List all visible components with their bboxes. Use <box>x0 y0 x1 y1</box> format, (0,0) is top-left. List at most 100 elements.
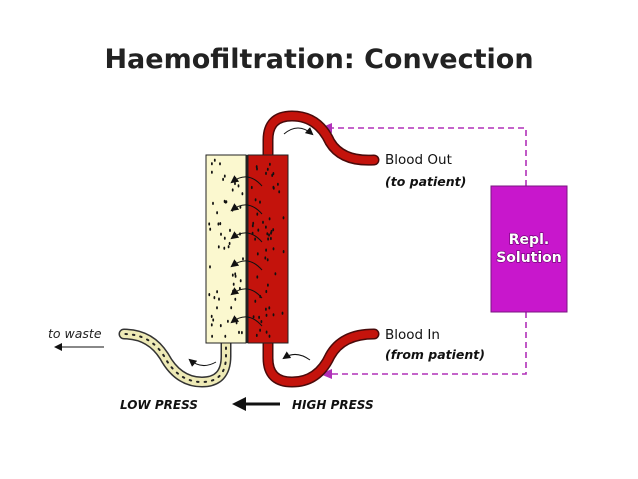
solute-particle <box>211 170 213 174</box>
solute-particle <box>209 265 211 269</box>
solute-particle <box>216 306 218 310</box>
solute-particle <box>252 221 255 225</box>
solute-particle <box>255 165 258 169</box>
solute-particle <box>266 232 269 236</box>
solute-particle <box>272 313 275 317</box>
solute-particle <box>271 173 274 177</box>
solute-particle <box>229 228 231 232</box>
solute-particle <box>257 228 260 232</box>
solute-particle <box>254 237 256 241</box>
solute-particle <box>265 225 267 229</box>
convection-arrow-icon <box>230 259 263 271</box>
solute-particle <box>220 232 222 236</box>
solute-particle <box>265 171 267 175</box>
blood-out-flow-arrow-icon <box>283 127 314 136</box>
waste-tube <box>118 328 232 388</box>
solute-particle <box>241 192 244 196</box>
solute-particle <box>222 177 225 181</box>
solute-particle <box>266 167 269 171</box>
replacement-solution-box <box>490 185 568 313</box>
solute-particle <box>262 220 264 224</box>
solute-particle <box>251 224 254 228</box>
high-press-label: HIGH PRESS <box>292 398 374 412</box>
solute-particle <box>218 297 220 301</box>
solute-particle <box>211 162 213 166</box>
solute-particle <box>237 184 240 188</box>
solute-particle <box>254 299 257 303</box>
blood-in-sublabel: (from patient) <box>385 347 485 362</box>
solute-particle <box>268 233 270 237</box>
solute-particle <box>239 205 242 209</box>
solute-particle <box>216 211 219 215</box>
blood-out-sublabel: (to patient) <box>385 174 466 189</box>
solute-particle <box>238 330 240 334</box>
solute-particle <box>217 222 220 226</box>
replacement-solution-label-line1: Repl. <box>509 232 549 248</box>
convection-arrow-icon <box>230 203 263 215</box>
waste-label: to waste <box>48 326 102 341</box>
solute-particle <box>223 246 226 250</box>
solute-particle <box>224 334 227 338</box>
solute-particle <box>241 331 243 335</box>
replacement-fluid-line <box>330 127 527 375</box>
solute-particle <box>278 190 281 194</box>
solute-particle <box>212 201 214 205</box>
solute-particle <box>266 258 269 262</box>
solute-particle <box>265 330 268 334</box>
solute-particle <box>259 328 261 332</box>
solute-particle <box>282 216 285 220</box>
solute-particle <box>256 212 259 216</box>
solute-particle <box>209 227 212 231</box>
solute-particle <box>274 272 277 276</box>
convection-arrow-icon <box>230 231 263 243</box>
solute-particle <box>213 296 216 300</box>
solute-particle <box>219 162 221 166</box>
filtrate-compartment <box>205 154 247 344</box>
solute-particle <box>208 222 211 226</box>
solute-particle <box>231 188 234 192</box>
solute-particle <box>269 162 271 166</box>
blood-in-flow-arrow-icon <box>282 351 311 361</box>
blood-compartment <box>247 154 289 344</box>
blood-out-tube <box>262 110 380 166</box>
solute-particle <box>231 273 234 277</box>
solute-particle <box>227 319 229 323</box>
waste-flow-arrow-icon <box>188 358 217 367</box>
solute-particle <box>234 181 236 186</box>
solute-particle <box>281 311 284 315</box>
blood-in-label: Blood In <box>385 327 440 343</box>
low-press-label: LOW PRESS <box>120 398 198 412</box>
solute-particle <box>208 293 211 297</box>
solute-particle <box>265 307 267 311</box>
replacement-return-arrow-icon <box>320 369 332 379</box>
solute-particle <box>258 315 260 319</box>
solute-particle <box>265 313 268 317</box>
solute-particle <box>259 200 261 204</box>
solute-particle <box>234 272 237 276</box>
solute-particle <box>242 257 244 261</box>
solute-particle <box>268 334 271 338</box>
replacement-solution-label-line2: Solution <box>496 250 562 266</box>
solute-particle <box>212 318 215 322</box>
solute-particle <box>239 279 242 283</box>
solute-particle <box>270 229 273 234</box>
solute-particle <box>250 185 253 190</box>
solute-particle <box>227 245 230 249</box>
solute-particle <box>223 174 226 178</box>
blood-in-tube <box>262 328 380 388</box>
solute-particle <box>270 236 272 241</box>
solute-particle <box>254 198 257 202</box>
solute-particle <box>256 275 259 279</box>
solute-particle <box>234 297 237 301</box>
solute-particles <box>208 158 285 338</box>
solute-particle <box>265 289 268 294</box>
solute-particle <box>256 252 259 256</box>
solute-particle <box>211 334 214 338</box>
solute-particle <box>282 250 285 254</box>
solute-particle <box>267 283 269 287</box>
solute-particle <box>252 315 255 319</box>
solute-particle <box>255 333 258 337</box>
blood-out-label: Blood Out <box>385 152 452 168</box>
solute-particle <box>219 324 222 328</box>
